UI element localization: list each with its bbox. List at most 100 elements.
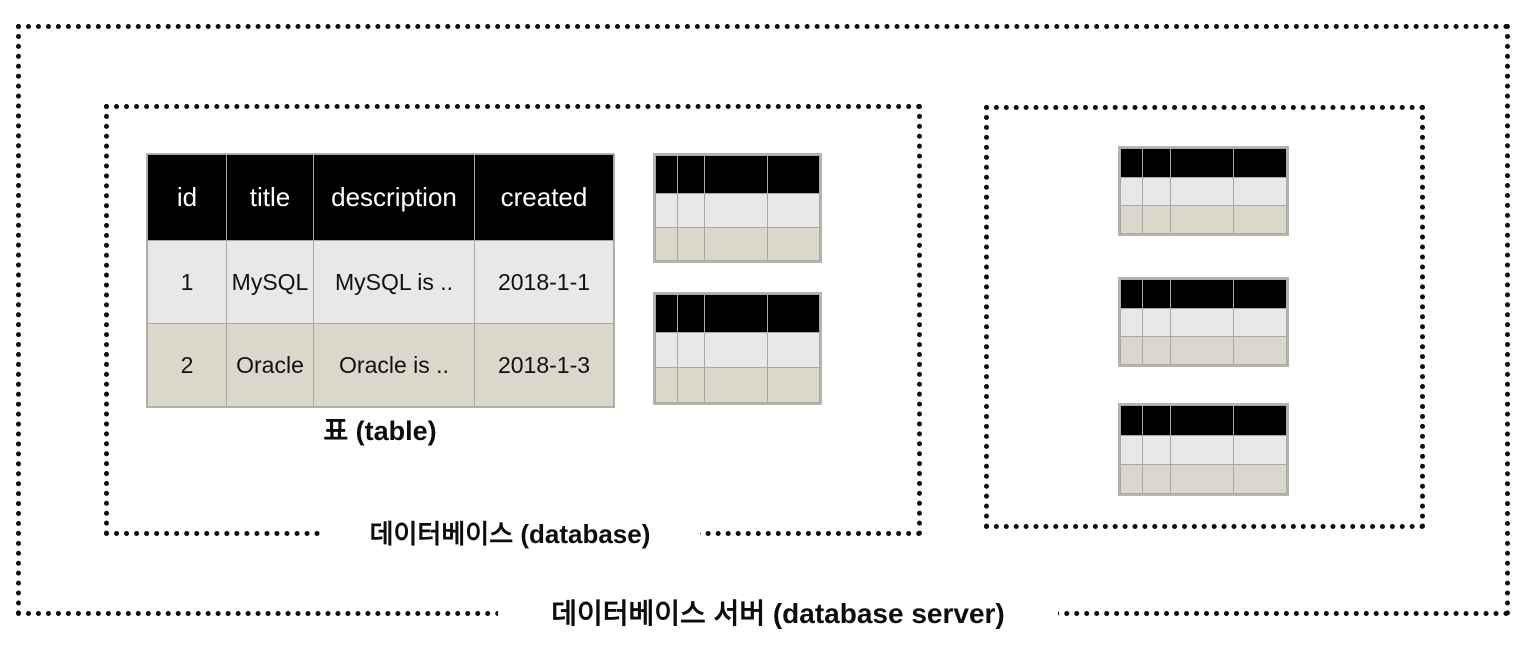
schematic-cell bbox=[704, 155, 768, 194]
schematic-cell bbox=[1232, 405, 1288, 436]
cell-created: 2018-1-3 bbox=[474, 323, 614, 407]
table-schematic bbox=[1119, 148, 1288, 234]
database-server-label: 데이터베이스 서버 (database server) bbox=[498, 592, 1058, 632]
table-label: 표 (table) bbox=[323, 416, 437, 446]
schematic-cell bbox=[1169, 435, 1234, 465]
schematic-cell bbox=[1119, 308, 1144, 337]
column-header-title: title bbox=[226, 154, 314, 241]
schematic-header-row bbox=[1119, 279, 1288, 309]
database-container-right bbox=[984, 105, 1425, 529]
schematic-cell bbox=[1142, 405, 1171, 436]
schematic-cell bbox=[704, 367, 768, 403]
schematic-cell bbox=[1169, 308, 1234, 337]
cell-id: 2 bbox=[147, 323, 227, 407]
schematic-cell bbox=[1169, 464, 1234, 494]
schematic-row bbox=[1119, 177, 1288, 206]
schematic-cell bbox=[1169, 177, 1234, 206]
schematic-row bbox=[1119, 464, 1288, 494]
schematic-cell bbox=[677, 227, 706, 261]
schematic-cell bbox=[1232, 177, 1288, 206]
schematic-header-row bbox=[654, 294, 820, 333]
schematic-cell bbox=[1142, 177, 1171, 206]
schematic-row bbox=[654, 227, 820, 261]
schematic-cell bbox=[654, 155, 679, 194]
schematic-cell bbox=[1119, 177, 1144, 206]
schematic-cell bbox=[654, 294, 679, 333]
column-header-created: created bbox=[474, 154, 614, 241]
table-schematic bbox=[654, 155, 820, 261]
schematic-row bbox=[654, 332, 820, 368]
cell-created: 2018-1-1 bbox=[474, 240, 614, 324]
table-row: 2 Oracle Oracle is .. 2018-1-3 bbox=[147, 323, 614, 407]
schematic-cell bbox=[1119, 336, 1144, 365]
schematic-cell bbox=[677, 367, 706, 403]
schematic-cell bbox=[1169, 148, 1234, 178]
schematic-cell bbox=[766, 294, 820, 333]
schematic-cell bbox=[766, 193, 820, 228]
schematic-cell bbox=[1232, 336, 1288, 365]
schematic-cell bbox=[1142, 435, 1171, 465]
schematic-row bbox=[1119, 205, 1288, 234]
table-schematic bbox=[654, 294, 820, 403]
schematic-cell bbox=[766, 332, 820, 368]
schematic-header-row bbox=[1119, 405, 1288, 436]
schematic-header-row bbox=[654, 155, 820, 194]
schematic-cell bbox=[1119, 279, 1144, 309]
schematic-cell bbox=[1232, 464, 1288, 494]
schematic-cell bbox=[1142, 148, 1171, 178]
schematic-cell bbox=[1119, 405, 1144, 436]
schematic-cell bbox=[1232, 435, 1288, 465]
schematic-cell bbox=[654, 332, 679, 368]
schematic-cell bbox=[766, 227, 820, 261]
schematic-row bbox=[654, 367, 820, 403]
schematic-cell bbox=[1169, 405, 1234, 436]
schematic-cell bbox=[677, 294, 706, 333]
schematic-cell bbox=[677, 332, 706, 368]
cell-title: MySQL bbox=[226, 240, 314, 324]
schematic-cell bbox=[677, 155, 706, 194]
cell-description: MySQL is .. bbox=[313, 240, 475, 324]
schematic-cell bbox=[1169, 279, 1234, 309]
schematic-cell bbox=[1169, 205, 1234, 234]
schematic-cell bbox=[1142, 464, 1171, 494]
column-header-description: description bbox=[313, 154, 475, 241]
table-schematic bbox=[1119, 279, 1288, 365]
schematic-cell bbox=[654, 193, 679, 228]
schematic-row bbox=[1119, 336, 1288, 365]
schematic-cell bbox=[1142, 279, 1171, 309]
schematic-header-row bbox=[1119, 148, 1288, 178]
schematic-cell bbox=[1169, 336, 1234, 365]
table-row: 1 MySQL MySQL is .. 2018-1-1 bbox=[147, 240, 614, 324]
schematic-cell bbox=[704, 193, 768, 228]
schematic-cell bbox=[1119, 435, 1144, 465]
schematic-row bbox=[1119, 435, 1288, 465]
schematic-cell bbox=[1142, 205, 1171, 234]
schematic-cell bbox=[1142, 308, 1171, 337]
cell-description: Oracle is .. bbox=[313, 323, 475, 407]
schematic-row bbox=[1119, 308, 1288, 337]
schematic-cell bbox=[1142, 336, 1171, 365]
schematic-cell bbox=[1119, 464, 1144, 494]
schematic-cell bbox=[677, 193, 706, 228]
cell-title: Oracle bbox=[226, 323, 314, 407]
schematic-cell bbox=[766, 367, 820, 403]
schematic-cell bbox=[704, 227, 768, 261]
table-header-row: id title description created bbox=[147, 154, 614, 241]
schematic-cell bbox=[654, 367, 679, 403]
schematic-cell bbox=[1119, 148, 1144, 178]
column-header-id: id bbox=[147, 154, 227, 241]
schematic-cell bbox=[766, 155, 820, 194]
schematic-cell bbox=[704, 294, 768, 333]
schematic-cell bbox=[1232, 279, 1288, 309]
schematic-cell bbox=[704, 332, 768, 368]
schematic-cell bbox=[654, 227, 679, 261]
table-detailed: id title description created 1 MySQL MyS… bbox=[147, 154, 614, 407]
schematic-row bbox=[654, 193, 820, 228]
schematic-cell bbox=[1232, 148, 1288, 178]
schematic-cell bbox=[1232, 308, 1288, 337]
schematic-cell bbox=[1119, 205, 1144, 234]
database-label-left: 데이터베이스 (database) bbox=[320, 514, 700, 552]
cell-id: 1 bbox=[147, 240, 227, 324]
table-schematic bbox=[1119, 405, 1288, 494]
